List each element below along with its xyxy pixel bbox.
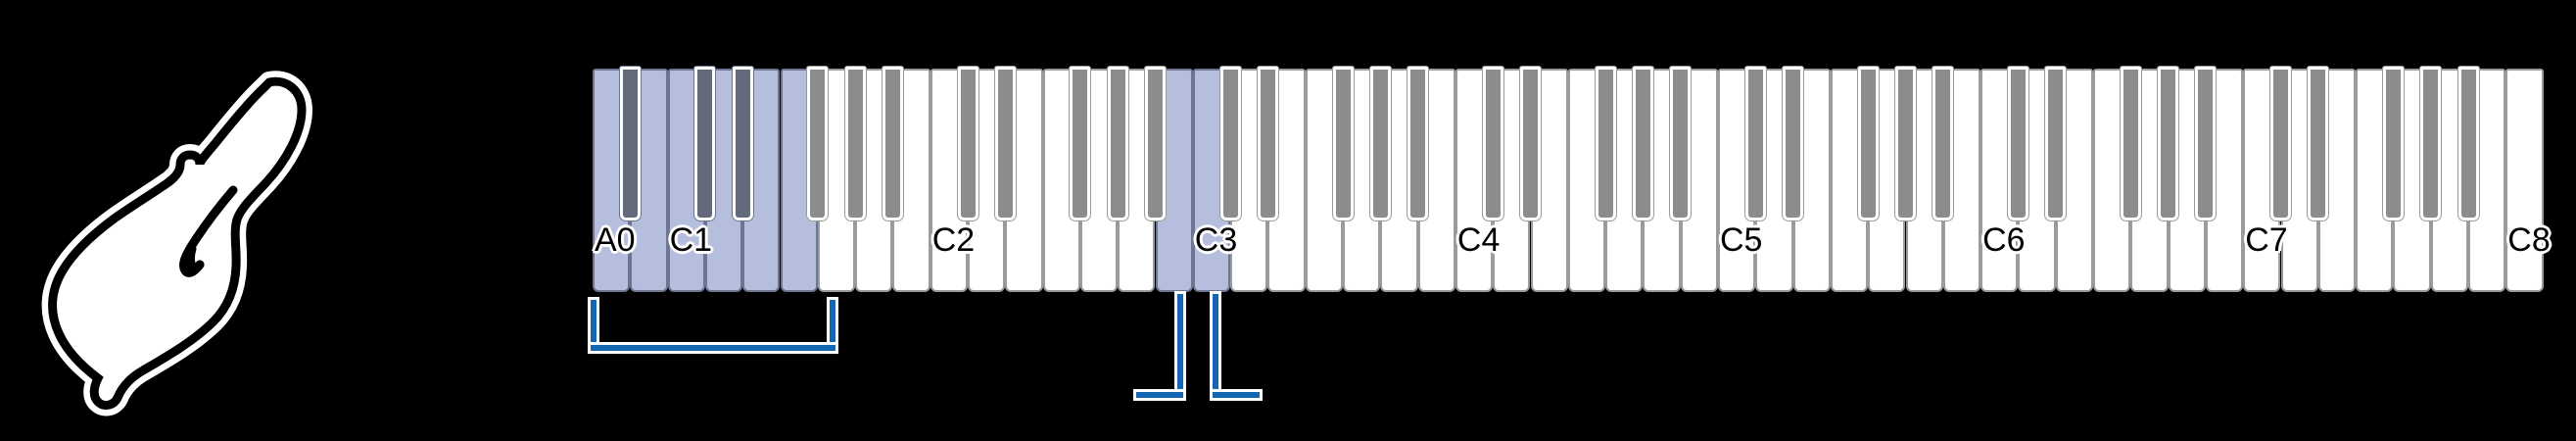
pointer-c3-foot <box>1213 392 1260 398</box>
black-key-D7-sharp[interactable] <box>2308 67 2329 220</box>
pointer-c3-stem <box>1213 294 1218 392</box>
black-key-C4-sharp[interactable] <box>1482 67 1503 220</box>
range-bracket-base <box>591 345 835 351</box>
black-key-F5-sharp[interactable] <box>1857 67 1879 220</box>
black-key-A3-sharp[interactable] <box>1407 67 1429 220</box>
black-key-G3-sharp[interactable] <box>1369 67 1391 220</box>
black-key-F3-sharp[interactable] <box>1332 67 1354 220</box>
black-key-G2-sharp[interactable] <box>1107 67 1128 220</box>
black-key-A1-sharp[interactable] <box>882 67 903 220</box>
black-key-D3-sharp[interactable] <box>1257 67 1278 220</box>
black-key-A5-sharp[interactable] <box>1932 67 1954 220</box>
black-key-G7-sharp[interactable] <box>2420 67 2442 220</box>
black-key-A0-sharp[interactable] <box>619 67 641 220</box>
black-key-A2-sharp[interactable] <box>1145 67 1166 220</box>
pointer-b2 <box>1136 294 1183 398</box>
key-label-C7: C7 <box>2245 221 2288 259</box>
pointer-b2-foot <box>1136 392 1183 398</box>
range-bracket-right-stem <box>830 300 835 351</box>
black-key-G4-sharp[interactable] <box>1632 67 1653 220</box>
black-key-D6-sharp[interactable] <box>2045 67 2067 220</box>
black-key-C6-sharp[interactable] <box>2007 67 2028 220</box>
pointer-c3 <box>1213 294 1260 398</box>
hand-cursor-icon <box>41 71 312 416</box>
black-key-G5-sharp[interactable] <box>1895 67 1916 220</box>
black-key-A4-sharp[interactable] <box>1670 67 1692 220</box>
white-key-C8[interactable] <box>2505 69 2544 292</box>
black-key-C2-sharp[interactable] <box>957 67 978 220</box>
key-label-C2: C2 <box>931 221 976 259</box>
black-key-F6-sharp[interactable] <box>2120 67 2141 220</box>
black-key-C3-sharp[interactable] <box>1219 67 1241 220</box>
black-key-G6-sharp[interactable] <box>2158 67 2179 220</box>
black-key-G1-sharp[interactable] <box>844 67 866 220</box>
black-key-C1-sharp[interactable] <box>694 67 716 220</box>
black-key-A7-sharp[interactable] <box>2457 67 2479 220</box>
pointer-b2-stem <box>1177 294 1183 392</box>
range-bracket-left-stem <box>591 300 596 351</box>
pointing-hand-cursor[interactable] <box>20 18 333 429</box>
black-key-D2-sharp[interactable] <box>994 67 1016 220</box>
black-key-F1-sharp[interactable] <box>807 67 829 220</box>
black-key-D4-sharp[interactable] <box>1520 67 1541 220</box>
black-key-F7-sharp[interactable] <box>2382 67 2404 220</box>
key-label-C4: C4 <box>1456 221 1501 259</box>
black-key-C5-sharp[interactable] <box>1744 67 1766 220</box>
black-key-A6-sharp[interactable] <box>2195 67 2217 220</box>
black-key-D5-sharp[interactable] <box>1783 67 1804 220</box>
black-key-F2-sharp[interactable] <box>1070 67 1091 220</box>
range-bracket <box>591 294 835 351</box>
piano-keyboard[interactable]: A0 C1 C2 C3 C4 C5 C6 C7 C8 <box>593 67 2551 292</box>
black-key-D1-sharp[interactable] <box>732 67 753 220</box>
key-label-C5: C5 <box>1720 221 1763 259</box>
key-label-C8: C8 <box>2507 221 2551 259</box>
black-key-F4-sharp[interactable] <box>1595 67 1616 220</box>
key-label-C6: C6 <box>1982 221 2026 259</box>
key-label-C3: C3 <box>1194 221 1238 259</box>
black-key-C7-sharp[interactable] <box>2270 67 2291 220</box>
key-label-A0: A0 <box>595 221 636 259</box>
key-label-C1: C1 <box>669 221 713 259</box>
